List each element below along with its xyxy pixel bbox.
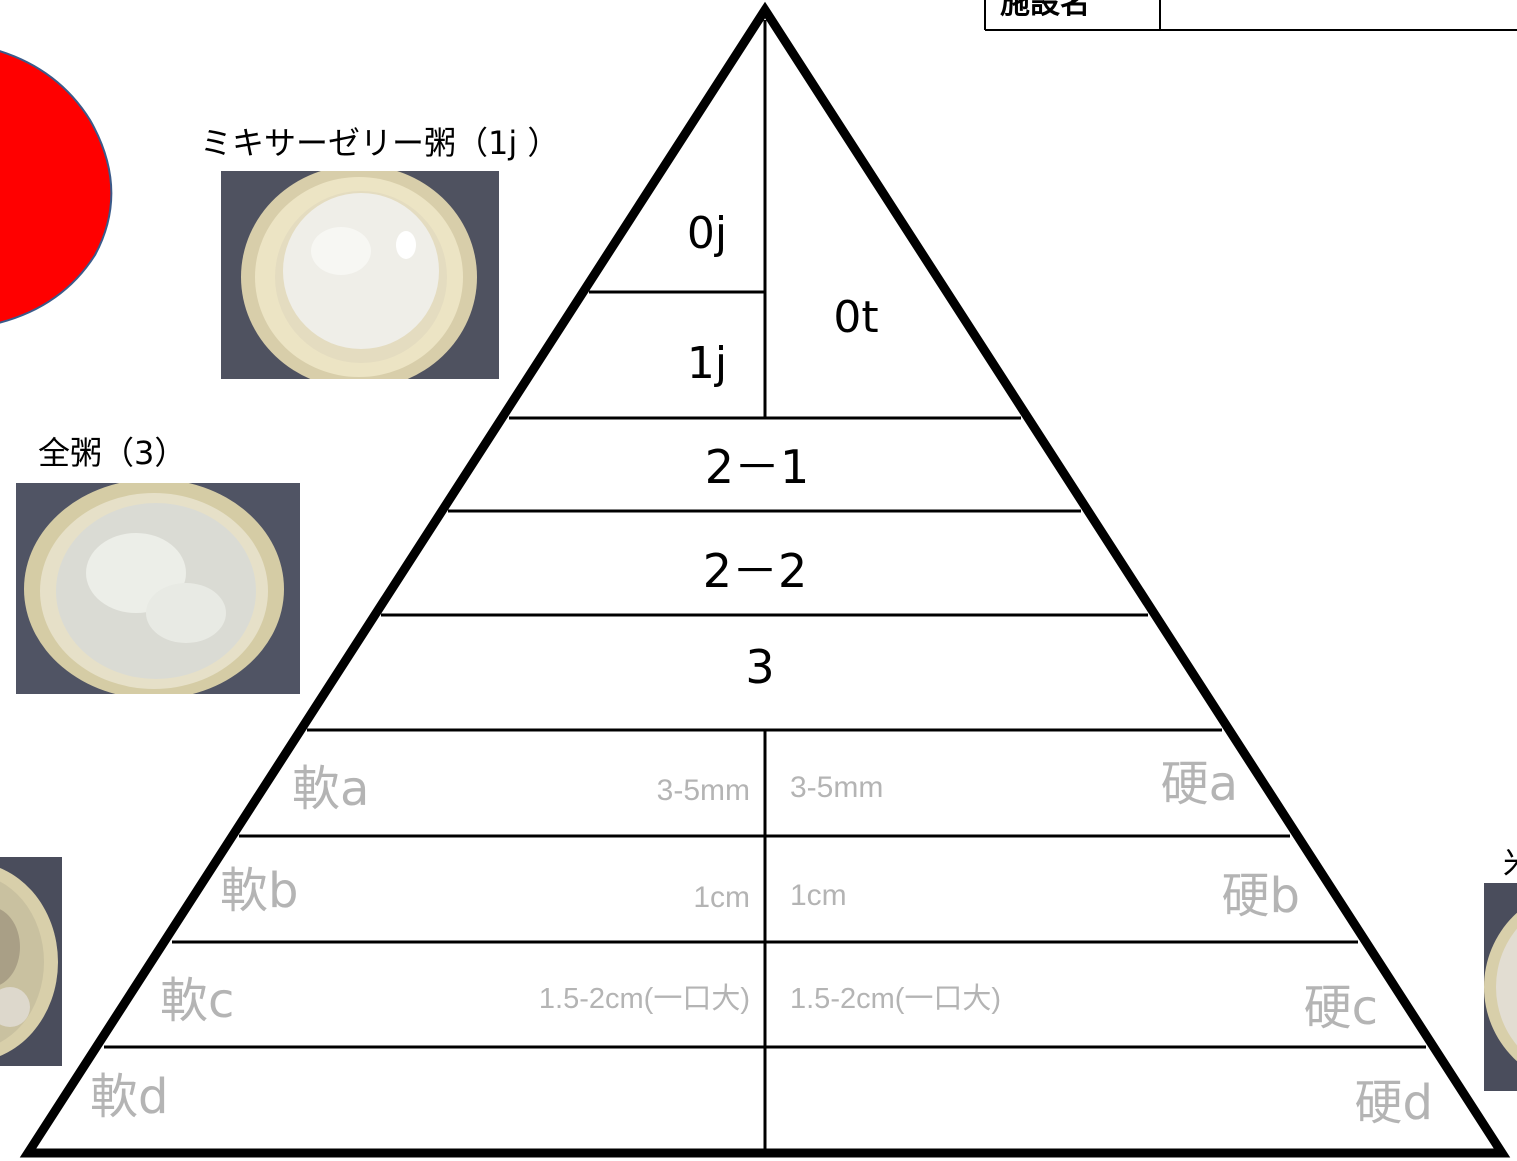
photo-zengayu (16, 483, 300, 694)
label-hard-b: 硬b (1222, 868, 1300, 924)
label-hard-size-a: 3-5mm (790, 771, 883, 804)
label-2-1: 2－1 (705, 440, 810, 494)
bowl-jelly-image (221, 171, 499, 379)
label-soft-size-a: 3-5mm (657, 774, 750, 807)
red-shape (0, 50, 113, 324)
photo-left-partial (0, 857, 62, 1066)
label-soft-c: 軟c (160, 973, 234, 1029)
label-soft-size-b: 1cm (693, 881, 750, 914)
photo-mixer-jelly (221, 171, 499, 379)
bowl-right-image (1484, 883, 1517, 1091)
label-hard-size-c: 1.5-2cm(一口大) (790, 982, 1001, 1015)
caption-zengayu: 全粥（3） (38, 434, 187, 472)
label-soft-a: 軟a (292, 761, 369, 817)
label-2-2: 2－2 (703, 544, 808, 598)
label-0t: 0t (833, 292, 878, 343)
label-0j: 0j (687, 208, 727, 259)
pyramid (19, 1, 1511, 1158)
bowl-zengayu-image (16, 483, 300, 694)
table-cell-facility: 施設名 (1000, 0, 1090, 21)
label-hard-c: 硬c (1304, 980, 1378, 1036)
label-1j: 1j (687, 338, 727, 389)
caption-mixer-jelly: ミキサーゼリー粥（1j ） (200, 124, 560, 162)
facility-table (984, 0, 1517, 31)
label-hard-size-b: 1cm (790, 879, 847, 912)
label-hard-a: 硬a (1161, 756, 1238, 812)
bowl-left-image (0, 857, 62, 1066)
label-3: 3 (745, 640, 774, 694)
label-soft-d: 軟d (90, 1069, 168, 1125)
label-soft-size-c: 1.5-2cm(一口大) (539, 982, 750, 1015)
caption-right-partial: 米 (1503, 838, 1517, 884)
label-soft-b: 軟b (220, 863, 298, 919)
photo-right-partial (1484, 883, 1517, 1091)
label-hard-d: 硬d (1355, 1075, 1433, 1131)
